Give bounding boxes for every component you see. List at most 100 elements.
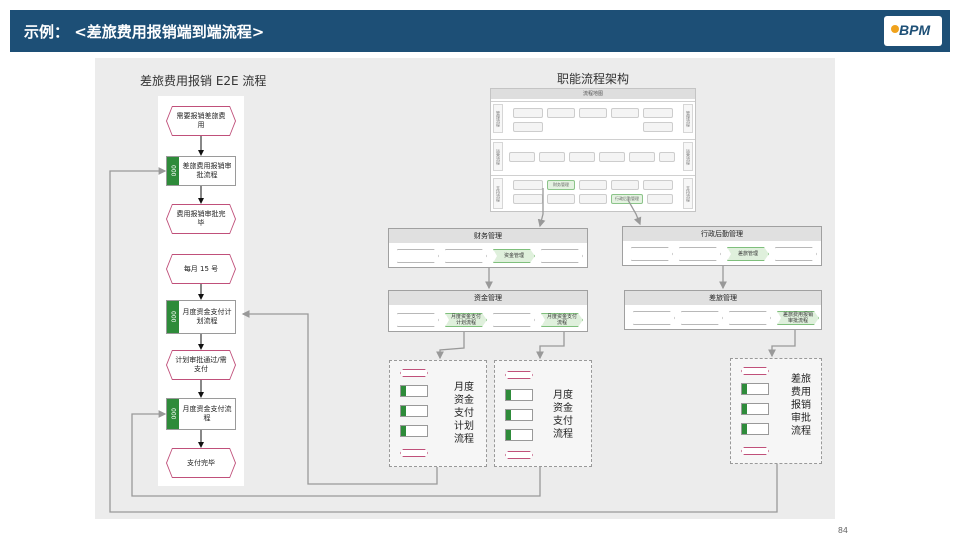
flow-process[interactable]: 000 差旅费用报销审批流程 bbox=[166, 156, 236, 186]
arch-cell bbox=[579, 194, 607, 204]
process-architecture-map[interactable]: 流程地图 管理流程 管理流程 运营流程 运营流程 支持流程 支持流程 财务管理 … bbox=[490, 88, 696, 212]
finance-cell bbox=[541, 249, 583, 263]
mini-process bbox=[400, 405, 428, 417]
arch-cell bbox=[599, 152, 625, 162]
admin-cell bbox=[679, 247, 721, 261]
mini-process bbox=[741, 403, 769, 415]
arch-cell bbox=[611, 180, 639, 190]
arch-cell bbox=[513, 180, 543, 190]
flow-event-label: 需要报销差旅费用 bbox=[167, 107, 235, 135]
bpm-logo: BPM bbox=[884, 16, 942, 46]
page-number: 84 bbox=[837, 526, 848, 535]
finance-management-title: 财务管理 bbox=[389, 229, 587, 243]
subflow-label: 月度 资金 支付 流程 bbox=[553, 390, 573, 440]
e2e-flow-title: 差旅费用报销 E2E 流程 bbox=[140, 74, 267, 88]
logo-text: BPM bbox=[899, 22, 931, 38]
arch-cell bbox=[509, 152, 535, 162]
mini-process bbox=[505, 429, 533, 441]
arch-cell-admin[interactable]: 行政后勤管理 bbox=[611, 194, 643, 204]
fund-cell-payment[interactable]: 月度资金支付流程 bbox=[541, 313, 583, 327]
flow-process-label: 月度资金支付计划流程 bbox=[182, 308, 232, 325]
architecture-band: 运营流程 运营流程 bbox=[491, 139, 695, 173]
flow-event-label: 每月 15 号 bbox=[167, 255, 235, 283]
flow-process[interactable]: 000 月度资金支付计划流程 bbox=[166, 300, 236, 334]
travel-cell-reimburse[interactable]: 差旅费用报销审批流程 bbox=[777, 311, 819, 325]
fund-cell bbox=[397, 313, 439, 327]
mini-process bbox=[400, 425, 428, 437]
fund-cell-plan[interactable]: 月度资金支付计划流程 bbox=[445, 313, 487, 327]
flow-event: 需要报销差旅费用 bbox=[166, 106, 236, 136]
band-label: 管理流程 bbox=[683, 104, 693, 133]
flow-process-label: 差旅费用报销审批流程 bbox=[182, 162, 232, 179]
arch-cell bbox=[659, 152, 675, 162]
subflow-travel-reimburse[interactable]: 差旅 费用 报销 审批 流程 bbox=[730, 358, 822, 464]
band-label: 运营流程 bbox=[683, 142, 693, 171]
arch-cell bbox=[647, 194, 673, 204]
mini-event bbox=[400, 369, 428, 377]
arch-cell bbox=[513, 108, 543, 118]
arch-cell bbox=[513, 194, 543, 204]
band-label: 支持流程 bbox=[683, 178, 693, 209]
subflow-fund-payment[interactable]: 月度 资金 支付 流程 bbox=[494, 360, 592, 467]
arch-cell bbox=[643, 108, 673, 118]
band-label: 管理流程 bbox=[493, 104, 503, 133]
flow-process-label: 月度资金支付流程 bbox=[182, 405, 232, 422]
flow-process[interactable]: 000 月度资金支付流程 bbox=[166, 398, 236, 430]
mini-process bbox=[505, 389, 533, 401]
arch-cell bbox=[547, 194, 575, 204]
fund-management-title: 资金管理 bbox=[389, 291, 587, 305]
admin-cell bbox=[631, 247, 673, 261]
arch-cell bbox=[643, 122, 673, 132]
arch-cell bbox=[629, 152, 655, 162]
flow-event: 费用报销审批完毕 bbox=[166, 204, 236, 234]
mini-event bbox=[505, 371, 533, 379]
travel-cell bbox=[681, 311, 723, 325]
arch-cell bbox=[547, 108, 575, 118]
finance-cell bbox=[397, 249, 439, 263]
arch-cell bbox=[569, 152, 595, 162]
band-label: 支持流程 bbox=[493, 178, 503, 209]
finance-cell bbox=[445, 249, 487, 263]
process-tag: 000 bbox=[167, 301, 179, 333]
subflow-label: 月度 资金 支付 计划 流程 bbox=[454, 382, 474, 445]
travel-cell bbox=[633, 311, 675, 325]
arch-cell bbox=[611, 108, 639, 118]
mini-process bbox=[400, 385, 428, 397]
architecture-head: 流程地图 bbox=[491, 89, 695, 99]
flow-event-label: 支付完毕 bbox=[167, 449, 235, 477]
flow-event: 计划审批通过/需支付 bbox=[166, 350, 236, 380]
flow-event: 每月 15 号 bbox=[166, 254, 236, 284]
arch-cell-finance[interactable]: 财务管理 bbox=[547, 180, 575, 190]
mini-process bbox=[741, 383, 769, 395]
admin-cell-travel[interactable]: 差旅管理 bbox=[727, 247, 769, 261]
architecture-band: 管理流程 管理流程 bbox=[491, 101, 695, 135]
arch-cell bbox=[643, 180, 673, 190]
flow-event-label: 费用报销审批完毕 bbox=[167, 205, 235, 233]
subflow-fund-plan[interactable]: 月度 资金 支付 计划 流程 bbox=[389, 360, 487, 467]
logo-dot-icon bbox=[891, 25, 899, 33]
finance-management-box[interactable]: 财务管理 资金管理 bbox=[388, 228, 588, 268]
mini-process bbox=[741, 423, 769, 435]
mini-process bbox=[505, 409, 533, 421]
architecture-band: 支持流程 支持流程 财务管理 行政后勤管理 bbox=[491, 175, 695, 211]
travel-management-title: 差旅管理 bbox=[625, 291, 821, 305]
travel-cell bbox=[729, 311, 771, 325]
header-bar: 示例： <差旅费用报销端到端流程> BPM bbox=[10, 10, 950, 52]
arch-cell bbox=[539, 152, 565, 162]
arch-cell bbox=[579, 108, 607, 118]
mini-event bbox=[505, 451, 533, 459]
admin-management-title: 行政后勤管理 bbox=[623, 227, 821, 241]
admin-management-box[interactable]: 行政后勤管理 差旅管理 bbox=[622, 226, 822, 266]
arch-cell bbox=[579, 180, 607, 190]
arch-cell bbox=[513, 122, 543, 132]
fund-cell bbox=[493, 313, 535, 327]
flow-event-label: 计划审批通过/需支付 bbox=[167, 351, 235, 379]
process-tag: 000 bbox=[167, 399, 179, 429]
finance-cell-fund[interactable]: 资金管理 bbox=[493, 249, 535, 263]
mini-event bbox=[741, 367, 769, 375]
travel-management-box[interactable]: 差旅管理 差旅费用报销审批流程 bbox=[624, 290, 822, 330]
architecture-title: 职能流程架构 bbox=[557, 72, 630, 86]
fund-management-box[interactable]: 资金管理 月度资金支付计划流程 月度资金支付流程 bbox=[388, 290, 588, 332]
mini-event bbox=[400, 449, 428, 457]
process-tag: 000 bbox=[167, 157, 179, 185]
